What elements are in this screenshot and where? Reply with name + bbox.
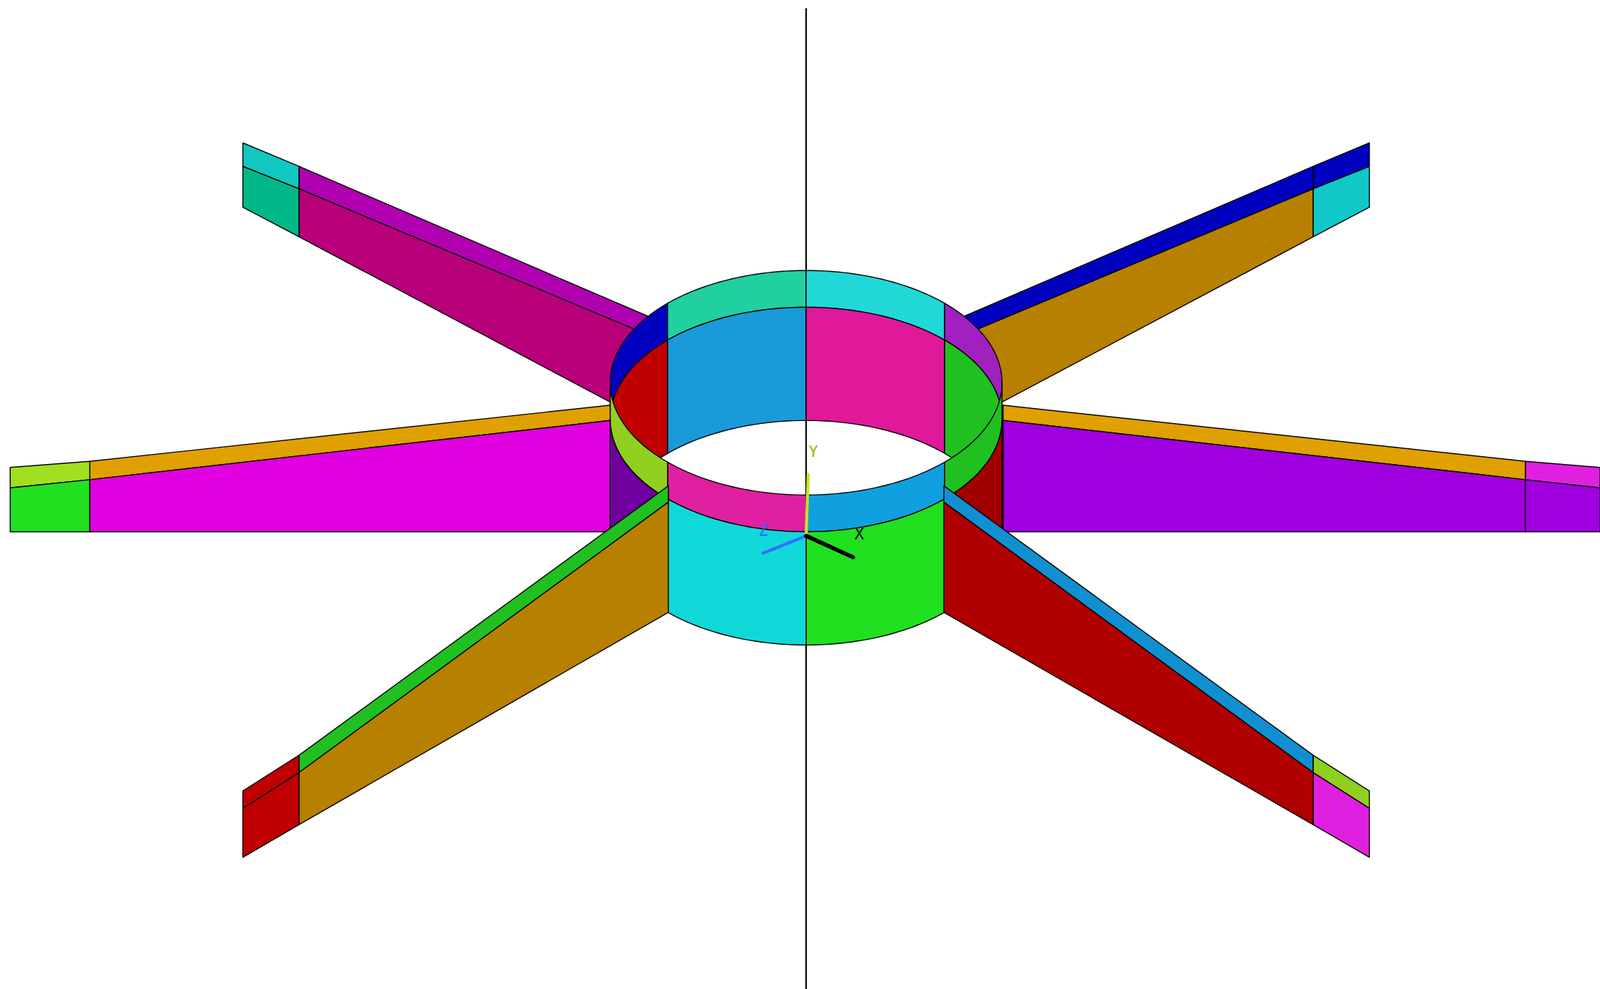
axis-label: X [852, 526, 865, 543]
fin-tip [10, 479, 90, 533]
fin-face [299, 188, 643, 404]
triad-y-axis [806, 474, 809, 536]
fin-face [89, 420, 611, 532]
axis-label: Z [757, 522, 770, 539]
fin-face [943, 502, 1314, 825]
cylinder-panel [806, 499, 945, 646]
fin-tip [1525, 479, 1600, 533]
cylinder-panel [667, 306, 807, 454]
cylinder-panel [806, 306, 945, 454]
triad-z-axis [763, 535, 807, 553]
fin-tip [1313, 166, 1370, 237]
fin-face [1003, 420, 1526, 532]
fin-tip [243, 772, 300, 858]
fin-face [969, 188, 1314, 404]
fin-tip [243, 166, 300, 237]
fin-face [299, 502, 669, 825]
cylinder-panel [667, 499, 807, 646]
axis-label: Y [806, 443, 820, 460]
fin-tip [1313, 772, 1370, 858]
triad-x-axis [806, 535, 853, 558]
